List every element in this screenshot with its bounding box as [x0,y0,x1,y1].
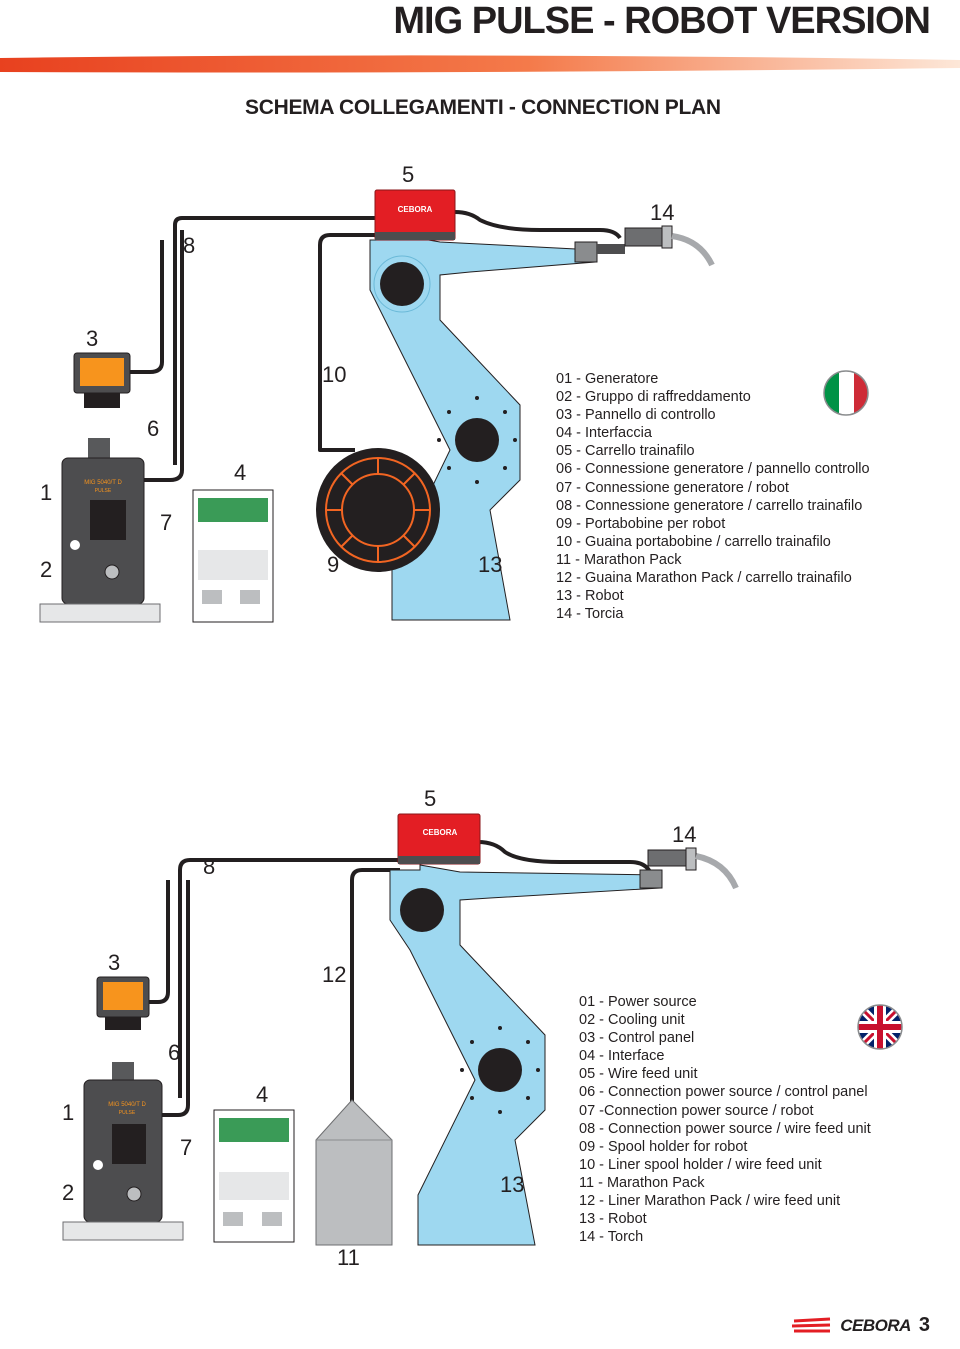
cable-12 [350,868,400,1115]
label-7: 7 [180,1135,192,1160]
cable-group [145,840,652,1117]
legend-item: 08 - Connessione generatore / carrello t… [556,497,863,514]
label-6: 6 [147,416,159,441]
legend-item: 03 - Control panel [579,1030,695,1047]
italy-flag-icon [823,370,869,416]
label-1: 1 [62,1100,74,1125]
page-number: 3 [918,1314,930,1336]
label-10: 10 [322,362,346,387]
legend-item: 13 - Robot [579,1211,647,1228]
label-7: 7 [160,510,172,535]
legend-item: 07 - Connessione generatore / robot [556,479,789,496]
label-11: 11 [337,1245,360,1270]
legend-item: 01 - Power source [579,994,697,1010]
label-3: 3 [86,326,98,351]
label-4: 4 [256,1082,268,1107]
label-14: 14 [672,822,696,847]
svg-text:CEBORA: CEBORA [423,828,458,837]
label-8: 8 [203,854,215,879]
legend-item: 05 - Carrello trainafilo [556,443,695,460]
legend-item: 14 - Torch [579,1229,644,1246]
power-source-1: MIG 5040/T D PULSE [39,438,161,623]
torch-14 [597,225,715,267]
label-1: 1 [40,480,52,505]
legend-item: 02 - Cooling unit [579,1012,685,1029]
legend-item: 04 - Interfaccia [556,425,652,442]
legend-item: 13 - Robot [556,588,624,605]
label-8: 8 [183,233,195,258]
label-6: 6 [168,1040,180,1065]
control-panel-3 [73,352,131,408]
label-3: 3 [108,950,120,975]
label-5: 5 [424,786,436,811]
label-13: 13 [500,1172,524,1197]
interface-4 [213,1109,295,1243]
cable-7 [140,230,184,482]
legend-item: 03 - Pannello di controllo [556,407,716,424]
legend-item: 14 - Torcia [556,606,624,623]
legend-item: 06 - Connection power source / control p… [579,1084,868,1101]
connection-diagram-it: CEBORA MIG 5040/T D PULSE [39,162,869,623]
robot-13 [389,864,663,1246]
cable-8 [173,216,375,465]
torch-14 [647,847,739,890]
spool-holder-9 [316,448,440,572]
legend-item: 06 - Connessione generatore / pannello c… [556,461,870,478]
legend-item: 02 - Gruppo di raffreddamento [556,389,751,406]
label-2: 2 [40,557,52,582]
control-panel-3 [96,976,150,1030]
svg-text:CEBORA: CEBORA [398,205,433,214]
legend-item: 11 - Marathon Pack [579,1174,705,1191]
label-14: 14 [650,200,674,225]
wire-feeder-5: CEBORA [397,813,481,865]
cable-6 [130,240,164,374]
legend-en: 01 - Power source 02 - Cooling unit 03 -… [579,993,871,1246]
marathon-pack-11 [315,1099,393,1246]
label-5: 5 [402,162,414,187]
title-stripe [0,55,960,73]
svg-text:PULSE: PULSE [95,488,112,494]
section-subtitle: SCHEMA COLLEGAMENTI - CONNECTION PLAN [245,96,721,119]
label-12: 12 [322,962,346,987]
power-source-1: MIG 5040/T D PULSE [62,1062,184,1241]
cable-6 [145,880,170,1004]
legend-item: 09 - Spool holder for robot [579,1138,748,1155]
legend-item: 04 - Interface [579,1048,665,1065]
legend-item: 01 - Generatore [556,371,659,387]
legend-item: 10 - Guaina portabobine / carrello train… [556,533,831,550]
connection-diagram-en: CEBORA MIG 5040/T D PULSE 5 14 8 3 12 6 … [62,786,903,1270]
cable-group [130,210,622,482]
label-4: 4 [234,460,246,485]
legend-item: 09 - Portabobine per robot [556,515,726,532]
svg-text:MIG 5040/T D: MIG 5040/T D [84,480,122,486]
brand-logo-text: CEBORA [840,1315,911,1335]
cebora-logo-mark-icon [792,1317,831,1332]
legend-item: 12 - Liner Marathon Pack / wire feed uni… [579,1193,841,1210]
svg-text:MIG 5040/T D: MIG 5040/T D [108,1102,146,1108]
wire-feeder-5: CEBORA [374,189,456,241]
legend-item: 10 - Liner spool holder / wire feed unit [579,1156,822,1173]
torch-cable [454,210,622,240]
torch-cable [477,840,652,874]
label-13: 13 [478,552,502,577]
legend-item: 11 - Marathon Pack [556,551,682,568]
legend-item: 05 - Wire feed unit [579,1066,698,1083]
page-footer: CEBORA 3 [792,1314,930,1337]
legend-item: 08 - Connection power source / wire feed… [579,1120,871,1137]
cable-7 [160,880,190,1117]
legend-item: 12 - Guaina Marathon Pack / carrello tra… [556,570,852,587]
interface-4 [192,489,274,623]
svg-text:PULSE: PULSE [119,1110,136,1116]
label-9: 9 [327,552,339,577]
label-2: 2 [62,1180,74,1205]
page-title: MIG PULSE - ROBOT VERSION [393,0,931,42]
cable-10 [318,233,380,452]
legend-it: 01 - Generatore 02 - Gruppo di raffredda… [556,370,870,623]
cable-8 [178,858,400,1098]
legend-item: 07 -Connection power source / robot [579,1102,814,1119]
